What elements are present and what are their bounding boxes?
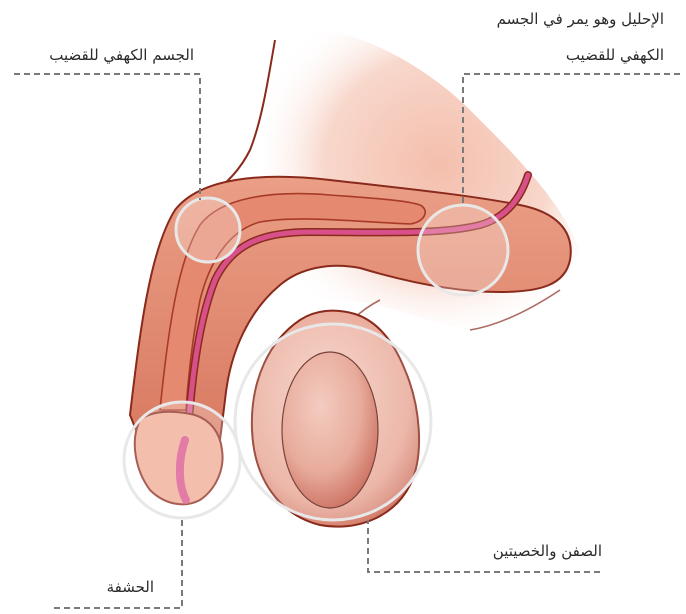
- label-glans: الحشفة: [54, 576, 154, 598]
- label-urethra-line2: الكهفي للقضيب: [566, 44, 664, 66]
- leader-cavernosum: [14, 74, 200, 200]
- highlight-ring-cavernosum: [176, 198, 240, 262]
- highlight-ring-urethra: [418, 205, 508, 295]
- label-urethra-line1: الإحليل وهو يمر في الجسم: [497, 8, 664, 30]
- label-corpus-cavernosum: الجسم الكهفي للقضيب: [14, 44, 194, 66]
- highlight-ring-glans: [124, 402, 240, 518]
- label-scrotum-testes: الصفن والخصيتين: [462, 540, 602, 562]
- highlight-ring-scrotum: [235, 324, 431, 520]
